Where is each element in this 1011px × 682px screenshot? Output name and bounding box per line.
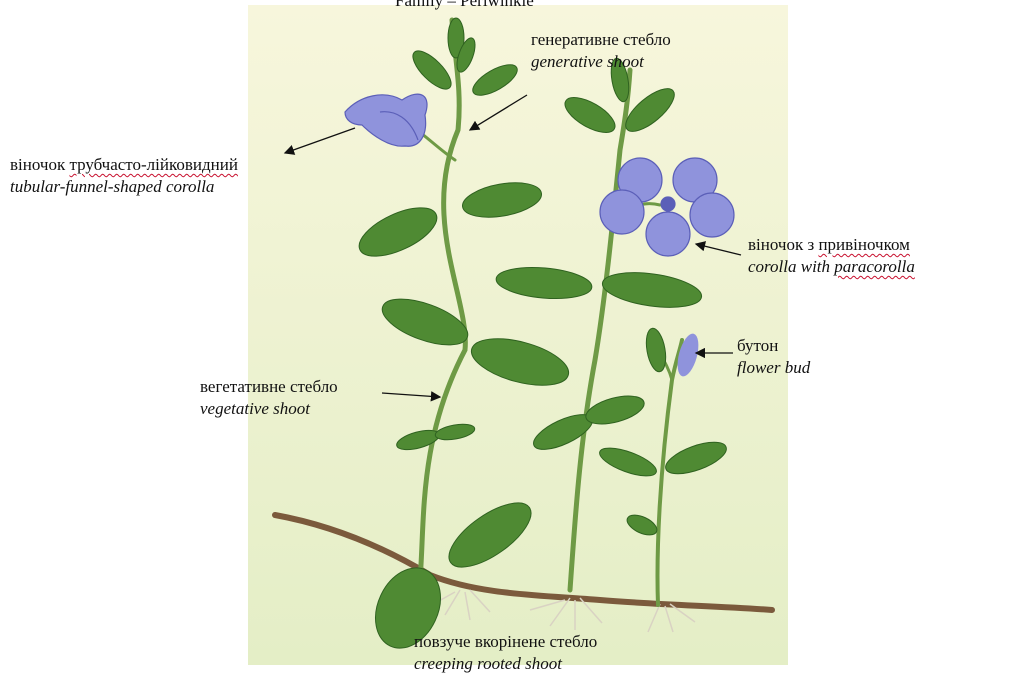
label-creeping-shoot-uk: повзуче вкорінене стебло <box>414 631 597 653</box>
label-creeping-shoot: повзуче вкорінене стебло creeping rooted… <box>414 631 597 675</box>
label-paracorolla-uk: віночок з <box>748 235 818 254</box>
label-paracorolla-en: corolla with <box>748 257 834 276</box>
label-generative-shoot: генеративне стебло generative shoot <box>531 29 671 73</box>
label-vegetative-shoot-en: vegetative shoot <box>200 398 338 420</box>
label-paracorolla: віночок з привіночком corolla with parac… <box>748 234 915 278</box>
label-paracorolla-en-underlined: paracorolla <box>834 257 915 276</box>
label-flower-bud: бутон flower bud <box>737 335 810 379</box>
label-tubular-corolla-uk-underlined: трубчасто-лійковидний <box>69 155 237 174</box>
label-tubular-corolla: віночок трубчасто-лійковидний tubular-fu… <box>10 154 238 198</box>
figure-title: Family – Periwinkle <box>395 0 534 12</box>
label-paracorolla-uk-underlined: привіночком <box>818 235 909 254</box>
label-flower-bud-uk: бутон <box>737 335 810 357</box>
label-generative-shoot-en: generative shoot <box>531 51 671 73</box>
illustration-background <box>248 5 788 665</box>
label-vegetative-shoot-uk: вегетативне стебло <box>200 376 338 398</box>
label-tubular-corolla-uk: віночок <box>10 155 69 174</box>
label-flower-bud-en: flower bud <box>737 357 810 379</box>
label-vegetative-shoot: вегетативне стебло vegetative shoot <box>200 376 338 420</box>
label-tubular-corolla-en: tubular-funnel-shaped corolla <box>10 176 238 198</box>
label-generative-shoot-uk: генеративне стебло <box>531 29 671 51</box>
label-creeping-shoot-en: creeping rooted shoot <box>414 653 597 675</box>
